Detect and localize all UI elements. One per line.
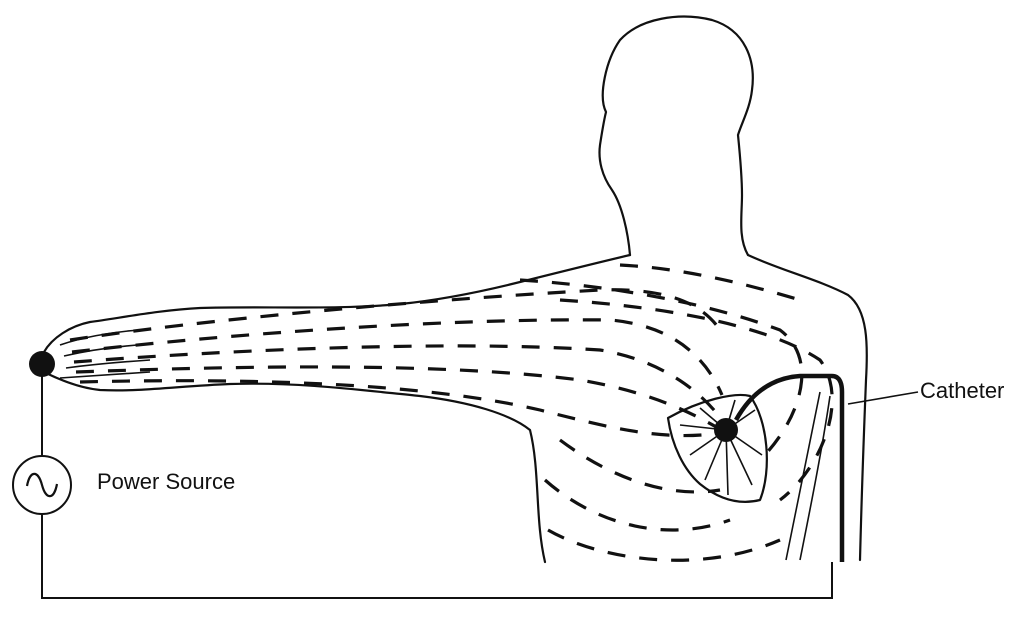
- arm-outline: [44, 255, 630, 352]
- catheter-leader-line: [848, 392, 918, 404]
- power-source-label: Power Source: [97, 471, 235, 493]
- hand-electrode: [29, 351, 55, 377]
- catheter-electrode: [714, 418, 738, 442]
- ac-sine-wave-icon: [13, 456, 71, 514]
- catheter-tube: [736, 376, 842, 562]
- arm-lower-outline: [44, 372, 545, 562]
- catheter-label: Catheter: [920, 380, 1004, 402]
- head-outline: [600, 17, 753, 255]
- torso-right-outline: [748, 255, 867, 560]
- hand-fingers: [60, 330, 150, 378]
